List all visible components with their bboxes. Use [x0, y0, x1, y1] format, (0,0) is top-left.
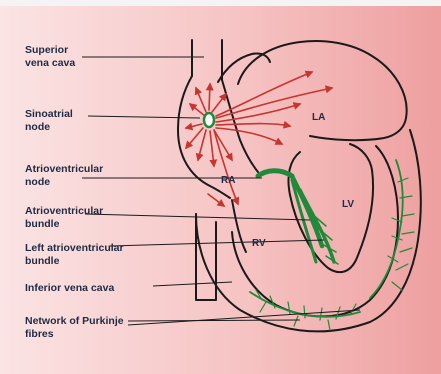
label-purkinje-fibres: Network of Purkinje fibres: [25, 315, 124, 341]
label-inferior-vena-cava: Inferior vena cava: [25, 282, 114, 295]
inferior-vena-cava-wall-left: [196, 214, 216, 300]
leader-purkinje-fibres-1: [128, 320, 300, 321]
label-superior-vena-cava: Superior vena cava: [25, 44, 75, 70]
signal-arrow: [196, 88, 206, 112]
signal-arrow: [212, 94, 226, 112]
signal-arrow: [209, 84, 210, 110]
label-sinoatrial-node: Sinoatrial node: [25, 108, 73, 134]
signal-arrow: [216, 124, 290, 126]
leader-lines: [82, 57, 360, 325]
heart-outline: [178, 40, 421, 331]
atrioventricular-node-path: [258, 171, 292, 176]
signal-arrow: [214, 130, 232, 160]
leader-inferior-vena-cava: [153, 282, 232, 286]
label-right-atrium: RA: [221, 175, 235, 186]
signal-arrow: [208, 194, 224, 206]
signal-arrow: [186, 124, 202, 128]
outer-heart-wall: [196, 130, 421, 331]
label-right-ventricle: RV: [252, 238, 266, 249]
signal-arrow: [210, 131, 214, 166]
label-left-atrioventricular-bundle: Left atrioventricular bundle: [25, 242, 124, 268]
label-atrioventricular-bundle: Atrioventricular bundle: [25, 205, 103, 231]
signal-arrow: [214, 130, 238, 204]
signal-arrow: [186, 128, 203, 148]
leader-atrioventricular-bundle: [85, 214, 310, 220]
signal-arrow: [216, 128, 282, 144]
leader-sinoatrial-node: [88, 116, 200, 118]
label-left-atrium: LA: [312, 112, 325, 123]
label-atrioventricular-node: Atrioventricular node: [25, 163, 103, 189]
atrial-inner-wall: [222, 80, 258, 172]
aortic-arch: [218, 53, 270, 82]
sinoatrial-node-marker: [204, 113, 214, 127]
conduction-system: [250, 160, 414, 330]
signal-arrow: [198, 130, 206, 160]
label-left-ventricle: LV: [342, 199, 354, 210]
signal-arrow: [216, 72, 312, 116]
